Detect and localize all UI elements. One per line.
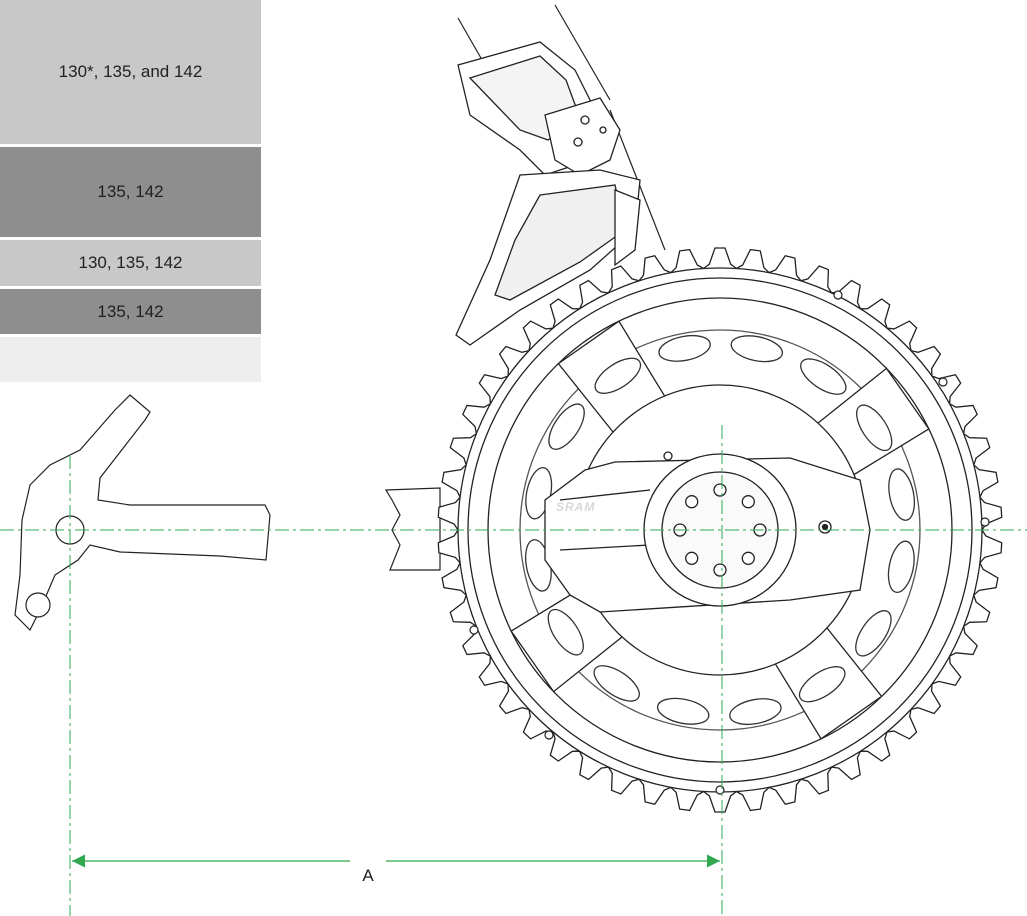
spindle-bolt-hole <box>685 495 699 509</box>
spacing-row-4: 135, 142 <box>0 289 261 334</box>
spacing-row-1: 130*, 135, and 142 <box>0 0 261 144</box>
rear-dropout <box>14 394 271 632</box>
spacing-row-5 <box>0 337 261 382</box>
chainring-pocket <box>856 404 893 452</box>
spacing-row-3-label: 130, 135, 142 <box>78 253 183 272</box>
crank-arm <box>544 451 871 613</box>
chainring-pocket <box>855 610 892 657</box>
front-derailleur <box>455 41 641 346</box>
chainring-pocket <box>800 358 847 395</box>
spindle-bolt-hole <box>685 551 699 565</box>
spacing-row-2-label: 135, 142 <box>97 182 164 201</box>
spindle-bolt-hole <box>713 563 727 577</box>
centerlines <box>0 425 1027 916</box>
chainring-pocket <box>547 608 584 656</box>
chainring-pocket <box>656 697 710 725</box>
chainring-pocket <box>887 540 915 594</box>
bottom-bracket-tube <box>384 487 441 571</box>
chainring-pocket <box>730 335 784 363</box>
dimension-a-label: A <box>356 866 380 886</box>
spindle-bolt-hole <box>741 495 755 509</box>
spacing-row-2: 135, 142 <box>0 147 261 237</box>
chainring-pocket <box>729 698 782 726</box>
spindle-bolt-hole <box>741 551 755 565</box>
spacing-row-4-label: 135, 142 <box>97 301 164 321</box>
brand-logo-text: SRAM <box>556 500 596 514</box>
chainring-pocket <box>658 334 711 362</box>
spacing-row-3: 130, 135, 142 <box>0 240 261 286</box>
chainring-pocket <box>888 468 916 521</box>
chainring-pocket <box>593 665 640 702</box>
chainring-pocket <box>798 666 846 703</box>
chainring-pocket <box>594 357 642 394</box>
spacing-row-1-label: 130*, 135, and 142 <box>58 62 203 81</box>
chainring-pocket <box>548 403 585 450</box>
spindle-bolt-hole <box>713 483 727 497</box>
